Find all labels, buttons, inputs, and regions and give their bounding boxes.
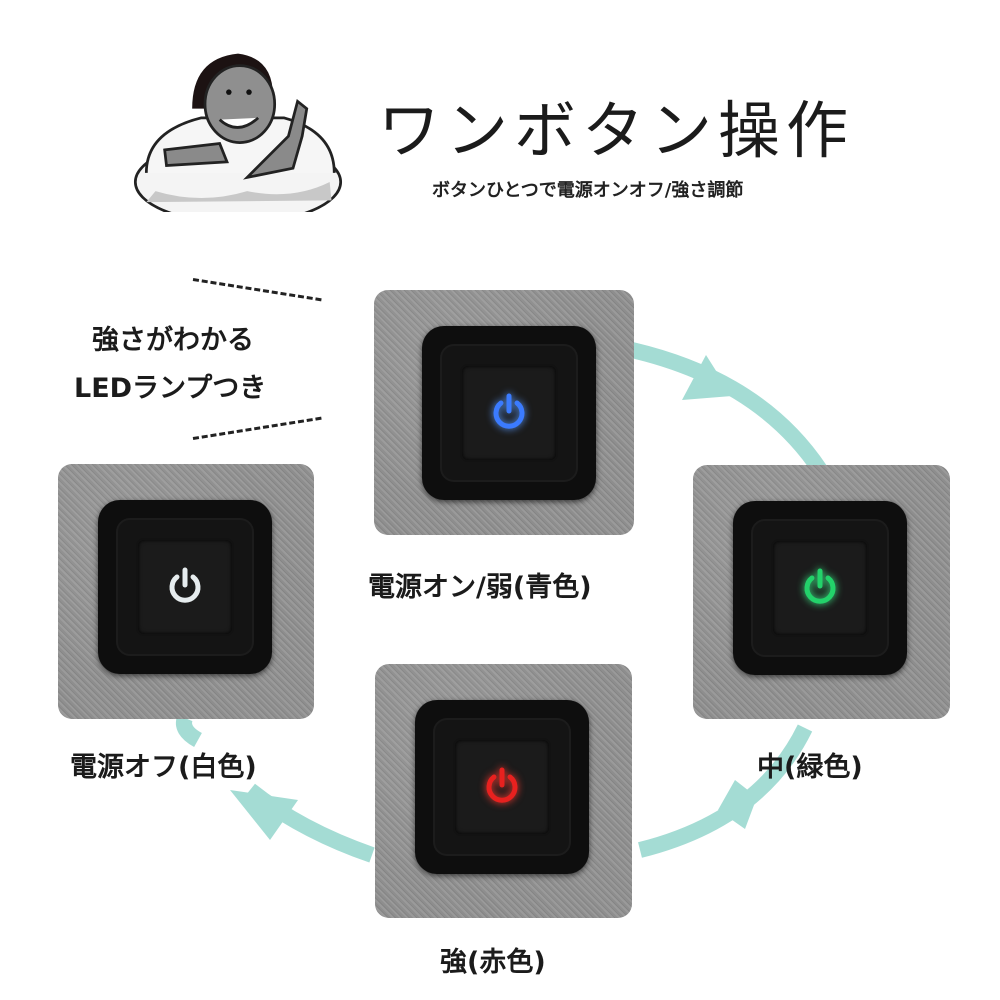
power-icon-blue [493, 393, 525, 429]
power-icon-red [486, 767, 518, 803]
arrow-left-to-top [175, 714, 203, 747]
arrowhead-top-right [682, 355, 732, 400]
arrowhead-right-bottom [718, 780, 758, 829]
power-button-blue[interactable] [422, 326, 596, 500]
callout-line-2: LEDランプつき [74, 373, 267, 404]
page-title: ワンボタン操作 [378, 94, 855, 167]
power-button-red[interactable] [415, 700, 589, 874]
state-label-green: 中(緑色) [757, 752, 863, 783]
power-button-white[interactable] [98, 500, 272, 674]
state-label-red: 強(赤色) [440, 947, 546, 978]
callout-line-1: 強さがわかる [92, 325, 254, 356]
arrowhead-bottom-left [230, 790, 298, 840]
button-panel-blue [374, 290, 634, 535]
state-label-blue: 電源オン/弱(青色) [368, 572, 592, 603]
state-label-white: 電源オフ(白色) [70, 752, 257, 783]
mascot-illustration [128, 42, 348, 225]
power-icon-white [169, 567, 201, 603]
arrow-top-to-right [630, 342, 827, 475]
button-panel-white [58, 464, 314, 719]
page-subtitle: ボタンひとつで電源オンオフ/強さ調節 [432, 180, 744, 201]
button-panel-green [693, 465, 950, 719]
power-button-green[interactable] [733, 501, 907, 675]
power-icon-green [804, 568, 836, 604]
button-panel-red [375, 664, 632, 918]
